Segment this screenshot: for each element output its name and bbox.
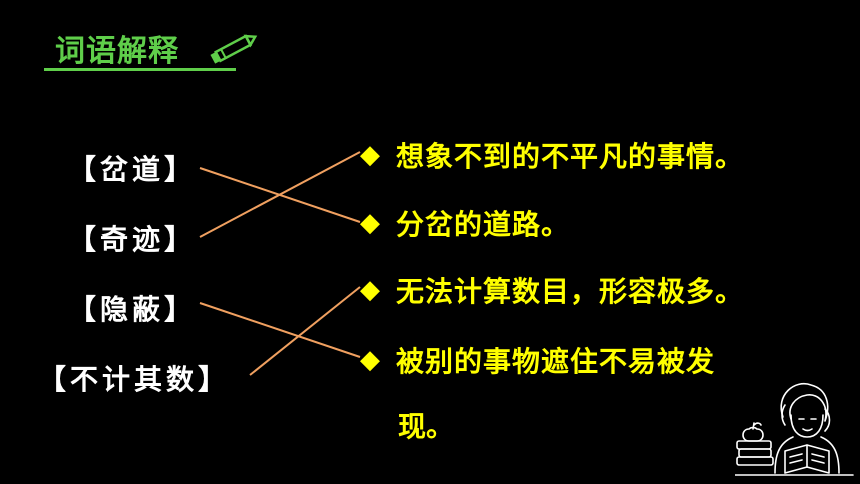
connector-line	[199, 151, 361, 238]
term-countless: 【不计其数】	[38, 363, 231, 396]
term-fork-road: 【岔道】	[68, 153, 197, 186]
definition-text: 被别的事物遮住不易被发	[396, 345, 716, 378]
title-underline	[44, 68, 236, 71]
definition-text: 无法计算数目，形容极多。	[396, 275, 745, 308]
definition-text: 分岔的道路。	[396, 208, 571, 241]
definition-row: ◆ 分岔的道路。	[360, 203, 570, 243]
diamond-icon: ◆	[360, 275, 380, 305]
connector-line	[199, 302, 361, 358]
definition-row: ◆ 被别的事物遮住不易被发	[360, 340, 715, 380]
definition-text: 想象不到的不平凡的事情。	[396, 140, 745, 173]
reading-girl-illustration	[735, 382, 854, 476]
definition-row: ◆ 无法计算数目，形容极多。	[360, 270, 744, 310]
diamond-icon: ◆	[360, 208, 380, 238]
section-title: 词语解释	[55, 34, 179, 69]
definition-row: ◆ 想象不到的不平凡的事情。	[360, 135, 744, 175]
diamond-icon: ◆	[360, 140, 380, 170]
term-miracle: 【奇迹】	[68, 223, 197, 256]
diamond-icon: ◆	[360, 345, 380, 375]
definition-continuation: 现。	[398, 410, 455, 443]
term-hidden: 【隐蔽】	[68, 293, 197, 326]
pencil-icon	[210, 34, 258, 64]
connector-line	[249, 286, 361, 376]
